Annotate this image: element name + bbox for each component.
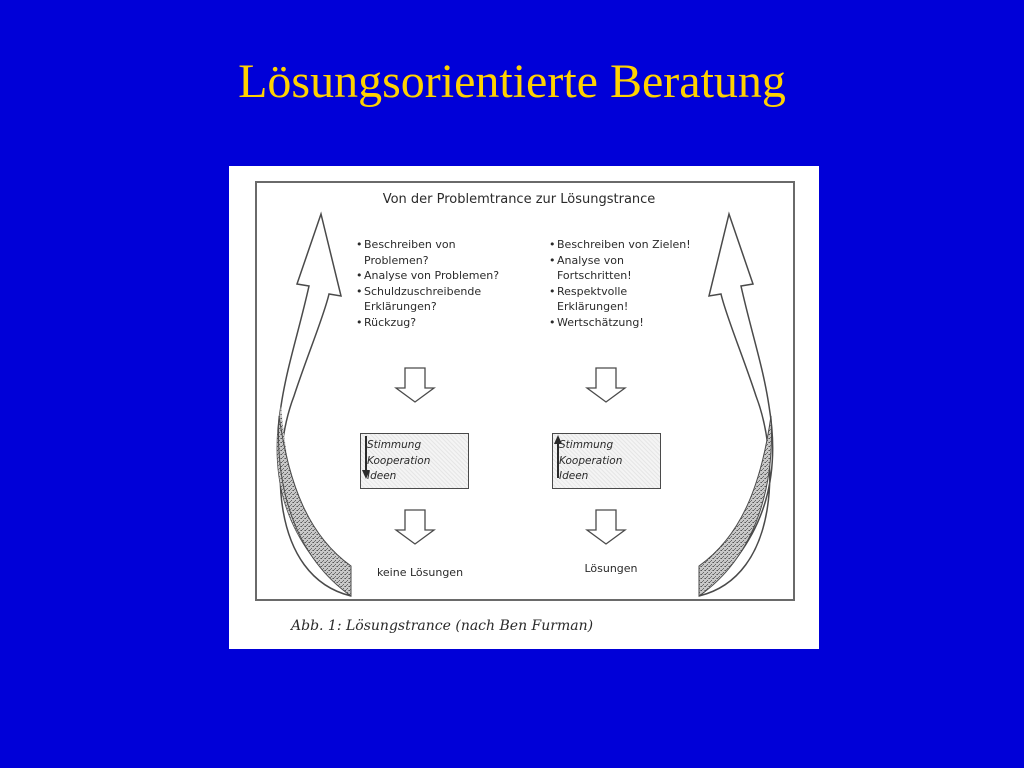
problem-bullet: Analyse von Problemen?: [356, 268, 526, 284]
state-line: Stimmung: [559, 439, 614, 451]
solution-bullet: Wertschätzung!: [549, 315, 719, 331]
state-line: Kooperation: [559, 454, 623, 467]
right-lower-down-arrow: [585, 509, 627, 545]
solution-bullet: Respektvolle Erklärungen!: [549, 284, 719, 315]
state-line: Kooperation: [367, 454, 431, 467]
diagram-title: Von der Problemtrance zur Lösungstrance: [382, 192, 656, 207]
solution-bullet-list: Beschreiben von Zielen! Analyse von Fort…: [549, 237, 719, 330]
solution-bullet: Beschreiben von Zielen!: [549, 237, 719, 253]
diagram-graphics: [276, 211, 774, 597]
problem-state-text: Stimmung Kooperation Ideen: [367, 438, 430, 485]
solution-result-label: Lösungen: [584, 562, 638, 575]
right-curved-arrow: [698, 211, 774, 597]
problem-bullet: Rückzug?: [356, 315, 526, 331]
diagram-figure: Von der Problemtrance zur Lösungstrance …: [229, 166, 819, 649]
problem-bullet-list: Beschreiben von Problemen? Analyse von P…: [356, 237, 526, 330]
left-curved-arrow: [276, 211, 352, 597]
problem-result-label: keine Lösungen: [376, 566, 464, 579]
state-line: Ideen: [367, 470, 397, 482]
slide-title: Lösungsorientierte Beratung: [238, 55, 786, 108]
arrow-up-icon: [554, 435, 562, 478]
left-upper-down-arrow: [394, 367, 436, 403]
solution-bullet: Analyse von Fortschritten!: [549, 253, 719, 284]
problem-bullet: Beschreiben von Problemen?: [356, 237, 526, 268]
figure-caption: Abb. 1: Lösungstrance (nach Ben Furman): [291, 618, 594, 634]
state-line: Ideen: [559, 470, 589, 482]
problem-bullet: Schuldzuschreibende Erklärungen?: [356, 284, 526, 315]
arrow-down-icon: [362, 436, 370, 479]
solution-state-box: Stimmung Kooperation Ideen: [552, 433, 661, 489]
solution-state-text: Stimmung Kooperation Ideen: [559, 438, 622, 485]
diagram-frame: [255, 181, 795, 601]
left-lower-down-arrow: [394, 509, 436, 545]
state-line: Stimmung: [367, 439, 422, 451]
problem-state-box: Stimmung Kooperation Ideen: [360, 433, 469, 489]
right-upper-down-arrow: [585, 367, 627, 403]
